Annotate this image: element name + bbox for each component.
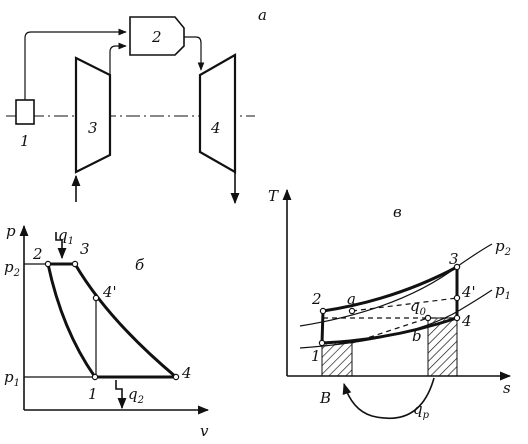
ts-point-a [348, 307, 356, 315]
heat-out-label: q2 [128, 385, 144, 406]
schematic-panel: a 1 2 3 4 [6, 6, 267, 205]
isobar-p2-label: p2 [495, 237, 511, 258]
turbine [198, 53, 237, 174]
ts-point-1 [318, 339, 326, 347]
ts-label-4: 4 [461, 312, 472, 330]
p1-label: p1 [4, 368, 20, 389]
ts-point-4 [453, 314, 461, 322]
isobar-p1 [299, 289, 493, 349]
pv-label-1: 1 [88, 385, 98, 403]
heat-in-label: q1 [58, 226, 74, 247]
ts-process-4-1 [321, 316, 458, 345]
ts-label-b: b [412, 327, 422, 345]
pv-point-1 [91, 373, 99, 381]
chamber-outlet-line [184, 36, 205, 71]
pv-point-2 [44, 260, 52, 268]
pv-point-4prime [92, 294, 100, 302]
ts-diagram-panel: в T s 2 a 3 4' 4 b 1 [268, 187, 512, 421]
pv-x-axis-label: v [200, 422, 209, 440]
starter-box [15, 99, 35, 125]
isobar-p2 [299, 243, 493, 327]
ts-label-1: 1 [311, 347, 321, 365]
fuel-line [24, 28, 127, 100]
pv-label-2: 2 [32, 245, 43, 263]
ts-process-1-2 [320, 310, 325, 344]
pv-panel-label: б [135, 256, 145, 274]
ts-x-axis-label: s [503, 379, 511, 397]
ts-process-2-3 [322, 265, 458, 313]
pv-y-axis-label: p [6, 222, 16, 240]
ts-panel-label: в [393, 203, 402, 221]
isobar-p1-label: p1 [495, 281, 511, 302]
process-1-2 [46, 263, 97, 378]
ts-label-a: a [347, 290, 356, 308]
ts-point-3 [453, 263, 461, 271]
ts-y-axis-label: T [268, 187, 279, 205]
p2-label: p2 [4, 258, 20, 279]
ts-point-2 [319, 307, 327, 315]
combustion-chamber [129, 16, 185, 56]
ts-point-b [424, 314, 432, 322]
area-left-hatch [321, 342, 353, 377]
qp-label: qp [413, 400, 430, 421]
area-right-hatch [427, 317, 458, 377]
pv-label-4prime: 4' [102, 283, 117, 301]
pv-diagram-panel: б p v p2 p1 2 3 4' 4 1 q1 q2 [4, 222, 210, 440]
ts-label-4prime: 4' [461, 283, 476, 301]
compressor [74, 56, 112, 174]
area-b-label: B [319, 389, 331, 407]
ts-point-4prime [453, 294, 461, 302]
component-4-label: 4 [210, 119, 221, 137]
heat-out-arrow [115, 380, 127, 410]
compressor-outlet-line [109, 42, 127, 74]
process-3-4 [73, 263, 177, 379]
ts-label-2: 2 [311, 290, 322, 308]
regeneration-line-middle [351, 297, 458, 312]
pv-label-4: 4 [181, 364, 192, 382]
component-1-label: 1 [20, 132, 30, 150]
heat-in-arrow [55, 232, 67, 260]
schematic-panel-label: a [258, 6, 267, 24]
q0-label: q0 [410, 297, 427, 318]
qp-transfer-arrow [342, 377, 435, 420]
component-3-label: 3 [88, 119, 98, 137]
pv-label-3: 3 [80, 240, 90, 258]
component-2-label: 2 [151, 28, 162, 46]
pv-point-4 [172, 373, 180, 381]
pv-point-3 [71, 260, 79, 268]
ts-label-3: 3 [449, 250, 459, 268]
